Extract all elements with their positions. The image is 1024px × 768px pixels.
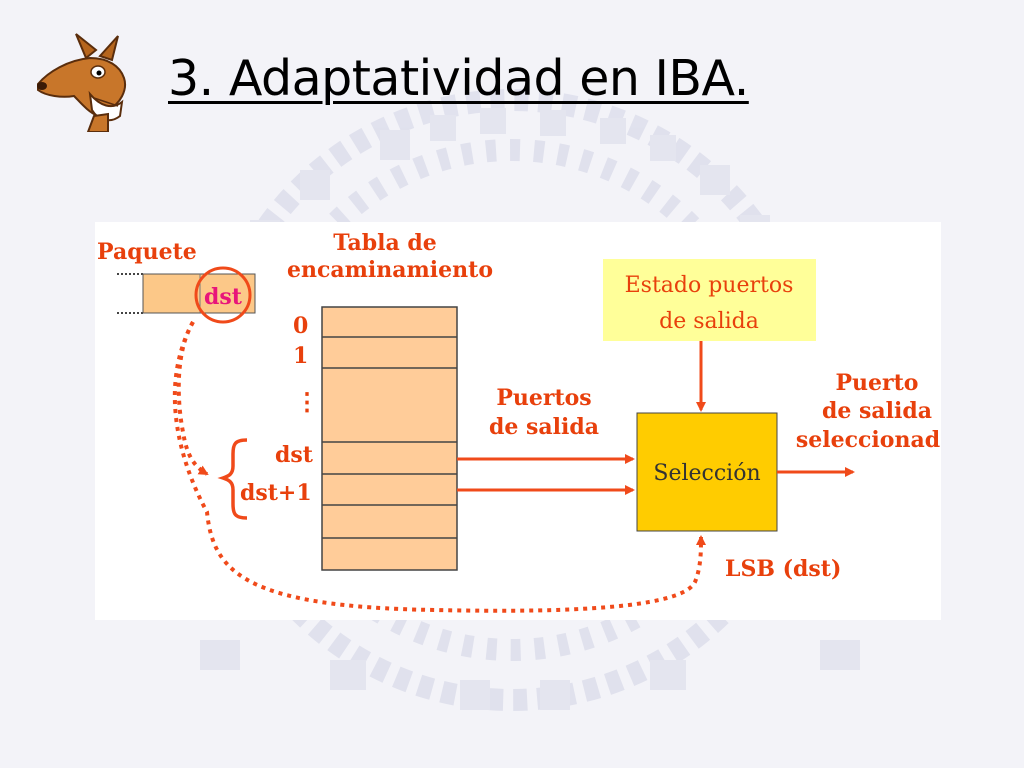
port-state-box (603, 259, 816, 341)
routing-diagram: Paquete dst Tabla de encaminamiento 0 1 … (95, 222, 941, 620)
row-index-0: 0 (293, 313, 308, 339)
output-ports-label-line2: de salida (489, 414, 599, 440)
row-index-1: 1 (293, 343, 308, 369)
table-frame (321, 306, 458, 571)
selected-port-line1: Puerto (836, 370, 919, 396)
port-state-line1: Estado puertos (625, 273, 794, 298)
port-state-line2: de salida (659, 309, 759, 334)
dotted-arrow-dst-to-selection (172, 321, 706, 613)
selected-port-line3: seleccionad (796, 427, 940, 453)
row-index-dst: dst (275, 442, 314, 468)
packet-label: Paquete (97, 239, 197, 265)
lsb-label: LSB (dst) (725, 556, 841, 582)
kangaroo-mascot-icon (37, 33, 126, 132)
selection-box (636, 412, 778, 532)
row-index-dst-plus-1: dst+1 (240, 480, 312, 506)
row-index-dots: ⋮ (295, 387, 319, 416)
packet-dst-field: dst (204, 284, 243, 310)
output-ports-label-line1: Puertos (496, 385, 591, 411)
table-title-line1: Tabla de (333, 230, 437, 256)
dst-highlight-circle (194, 266, 252, 324)
slide-title: 3. Adaptatividad en IBA. (168, 50, 749, 107)
rows-brace (217, 438, 248, 520)
routing-table (321, 306, 458, 571)
table-title-line2: encaminamiento (287, 257, 493, 283)
selected-port-line2: de salida (822, 398, 932, 424)
selection-label: Selección (653, 461, 760, 486)
